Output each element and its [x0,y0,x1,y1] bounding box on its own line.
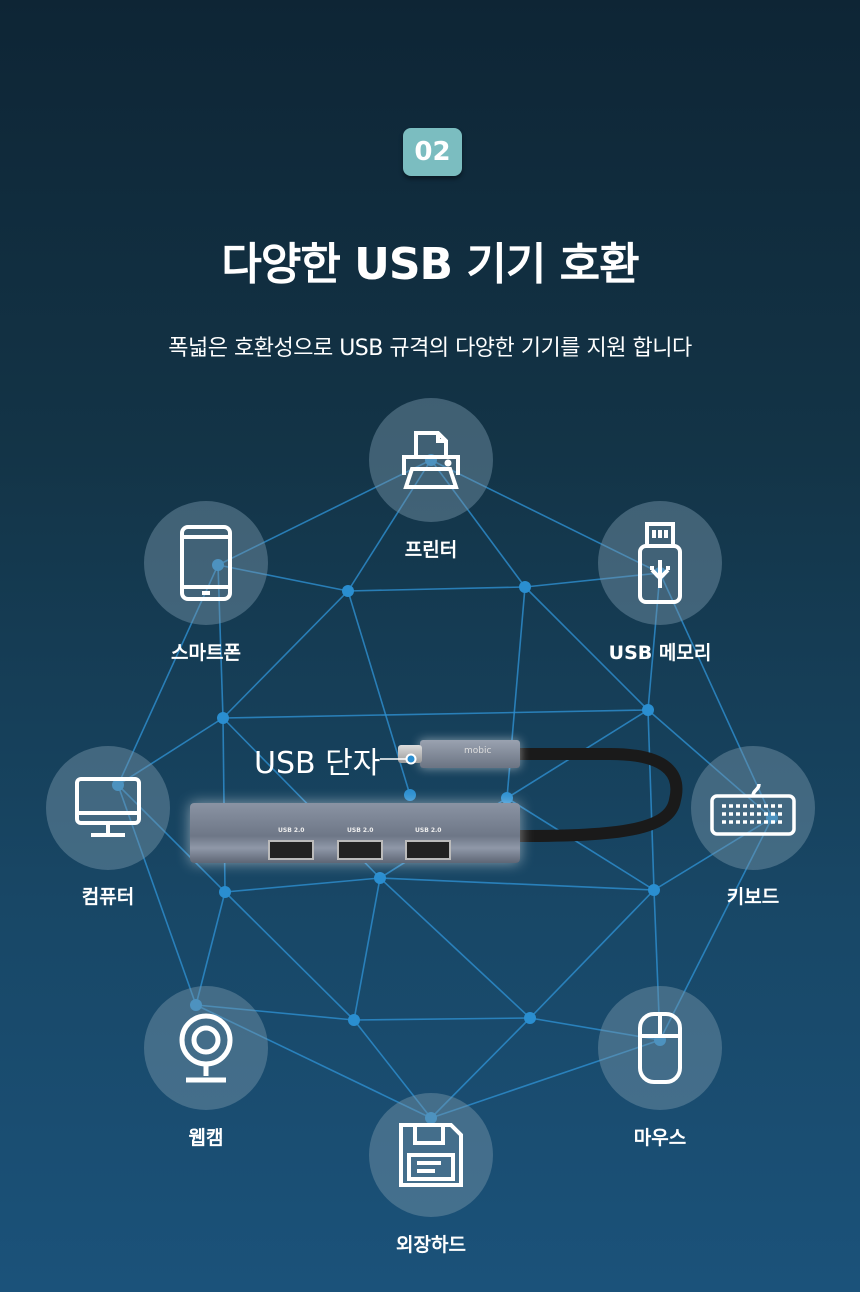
computer-icon [75,777,141,837]
network-line [430,1039,661,1119]
mouse-icon [638,1012,682,1084]
port-label: USB 2.0 [278,827,305,834]
device-label: 스마트폰 [171,642,241,664]
network-node [219,886,231,898]
section-subtitle: 폭넓은 호환성으로 USB 규격의 다양한 기기를 지원 합니다 [168,336,692,361]
device-label: 마우스 [633,1127,687,1149]
network-line [353,1019,432,1119]
device-keyboard [691,746,815,870]
callout-pointer [380,753,417,765]
network-line [653,817,773,891]
usb-port [337,840,383,860]
network-node [524,1012,536,1024]
hub-cable [509,748,683,842]
network-line [347,586,526,592]
network-line [524,586,649,711]
device-computer [46,746,170,870]
network-line [117,717,224,786]
network-line [506,797,655,891]
network-line [224,877,381,893]
brand-text: mobic [464,746,492,756]
network-line [217,564,224,719]
section-number-badge: 02 [403,128,462,176]
network-node [642,704,654,716]
device-label: 외장하드 [396,1234,466,1256]
device-webcam [144,986,268,1110]
port-label: USB 2.0 [347,827,374,834]
network-line [117,564,219,786]
device-smartphone [144,501,268,625]
network-line [647,572,661,711]
network-node [501,792,513,804]
network-line [430,459,661,574]
network-node [648,884,660,896]
network-node [217,712,229,724]
usb-hub-product: USB 2.0 USB 2.0 USB 2.0 [190,803,520,863]
floppy-disk-icon [399,1123,463,1187]
network-line [524,572,661,588]
usb-connector-callout: USB 단자 [254,746,381,781]
device-usb-memory [598,501,722,625]
network-line [347,459,432,592]
port-label: USB 2.0 [415,827,442,834]
network-node [212,559,224,571]
network-line [224,891,355,1021]
device-label: USB 메모리 [608,642,712,664]
network-line [379,877,531,1019]
network-line [659,817,773,1041]
network-line [217,564,349,592]
network-line [222,709,649,719]
usb-port [268,840,314,860]
smartphone-icon [180,525,232,601]
usb-port [405,840,451,860]
printer-icon [402,431,460,489]
device-label: 프린터 [404,539,458,561]
network-line [353,877,381,1021]
network-line [353,1017,531,1021]
network-node [425,1112,437,1124]
network-line [217,459,432,566]
network-node [404,789,416,801]
network-line [195,891,226,1006]
device-label: 웹캠 [188,1127,224,1149]
device-label: 키보드 [726,886,780,908]
usb-memory-icon [638,522,682,604]
network-line [117,784,226,893]
network-node [519,581,531,593]
network-line [430,1017,531,1119]
network-line [647,709,655,891]
device-label: 컴퓨터 [81,886,135,908]
keyboard-icon [710,783,796,836]
device-external-hdd [369,1093,493,1217]
network-line [659,572,773,819]
usb-c-connector: mobic [398,740,520,768]
device-printer [369,398,493,522]
network-line [195,1004,432,1119]
network-line [195,1004,355,1021]
network-node [112,779,124,791]
webcam-icon [179,1013,233,1083]
network-line [379,877,655,891]
network-node [374,872,386,884]
network-line [529,889,655,1019]
network-node [348,1014,360,1026]
network-line [222,590,349,719]
network-node [342,585,354,597]
network-node [190,999,202,1011]
section-title: 다양한 USB 기기 호환 [221,239,639,290]
network-line [647,709,773,819]
device-mouse [598,986,722,1110]
network-line [430,459,526,588]
